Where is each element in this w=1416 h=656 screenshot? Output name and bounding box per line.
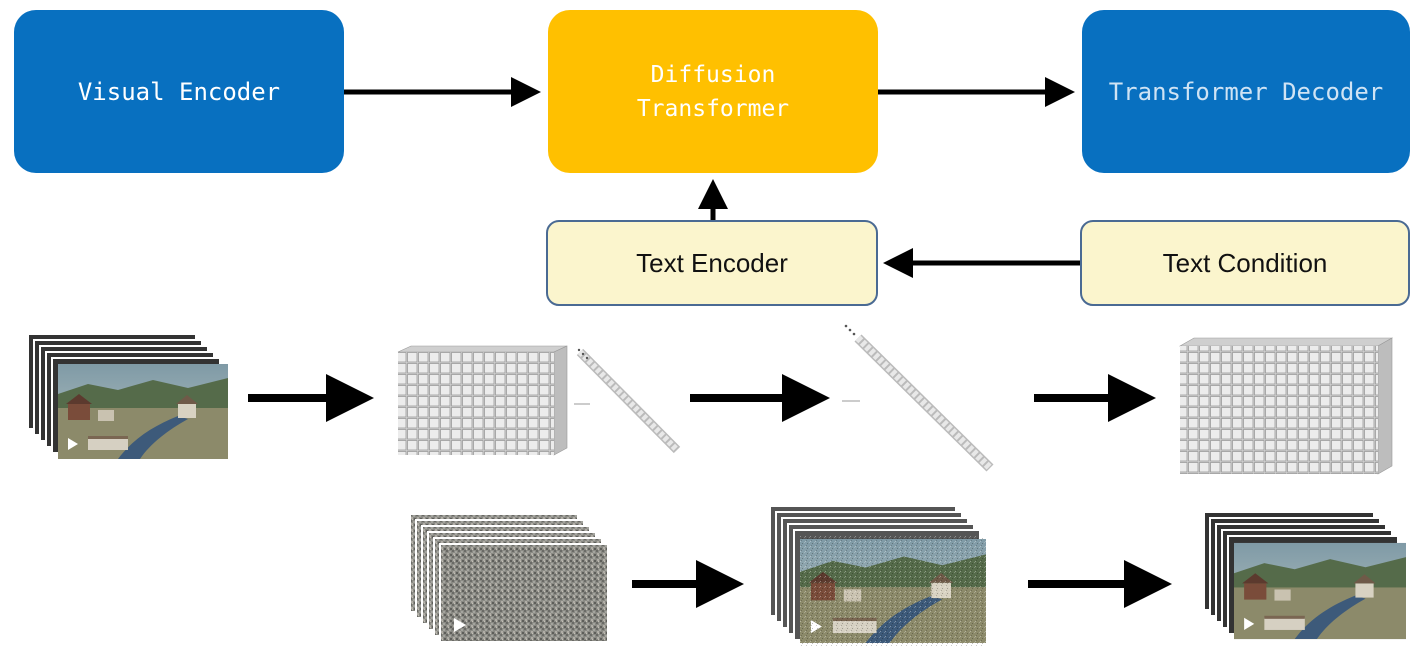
diffusion-transformer-box: Diffusion Transformer [548,10,878,173]
text-encoder-label: Text Encoder [636,247,788,278]
denoising-video-stack [769,505,986,646]
token-sequence-2 [842,324,994,472]
latent-cube-2 [1178,337,1394,475]
visual-encoder-label: Visual Encoder [77,77,281,106]
transformer-decoder-label: Transformer Decoder [1108,77,1384,106]
transformer-decoder-box: Transformer Decoder [1082,10,1410,173]
noisy-video-stack [409,513,609,643]
text-condition-label: Text Condition [1162,247,1328,278]
diffusion-transformer-label: Diffusion Transformer [636,61,790,122]
text-encoder-box: Text Encoder [546,220,878,306]
text-condition-box: Text Condition [1080,220,1410,306]
token-sequence-1 [574,348,681,454]
latent-cube-1 [397,345,568,456]
input-video-stack [27,333,228,459]
output-video-stack [1203,511,1406,640]
visual-encoder-box: Visual Encoder [14,10,344,173]
